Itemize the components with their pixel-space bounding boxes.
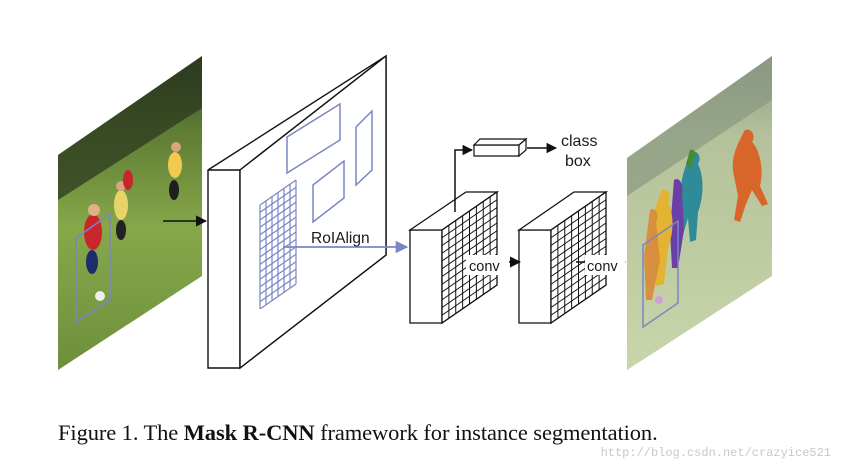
image-roi-box [75,212,111,324]
roialign-label: RoIAlign [311,230,370,247]
conv-label-2: conv [587,259,618,275]
caption-prefix: Figure 1. The [58,420,184,445]
roi-feature-block-1 [407,190,500,325]
input-image [58,56,208,370]
conv-label-1: conv [469,259,500,275]
backbone-feature-map [207,54,387,370]
figure-caption: Figure 1. The Mask R-CNN framework for i… [58,420,818,446]
watermark: http://blog.csdn.net/crazyice521 [600,446,831,460]
instance-masks [644,129,768,304]
caption-suffix: framework for instance segmentation. [314,420,658,445]
players-silhouettes [84,142,182,301]
class-label: class [561,133,597,150]
roi-grid [259,179,297,310]
roi-feature-block-2 [516,190,609,325]
caption-bold: Mask R-CNN [183,420,315,445]
output-roi-box [642,219,679,329]
box-label: box [565,153,591,170]
output-image [627,56,772,370]
fc-layer [472,137,528,158]
region-proposals [286,102,373,224]
arrow-to-fc [454,144,474,212]
